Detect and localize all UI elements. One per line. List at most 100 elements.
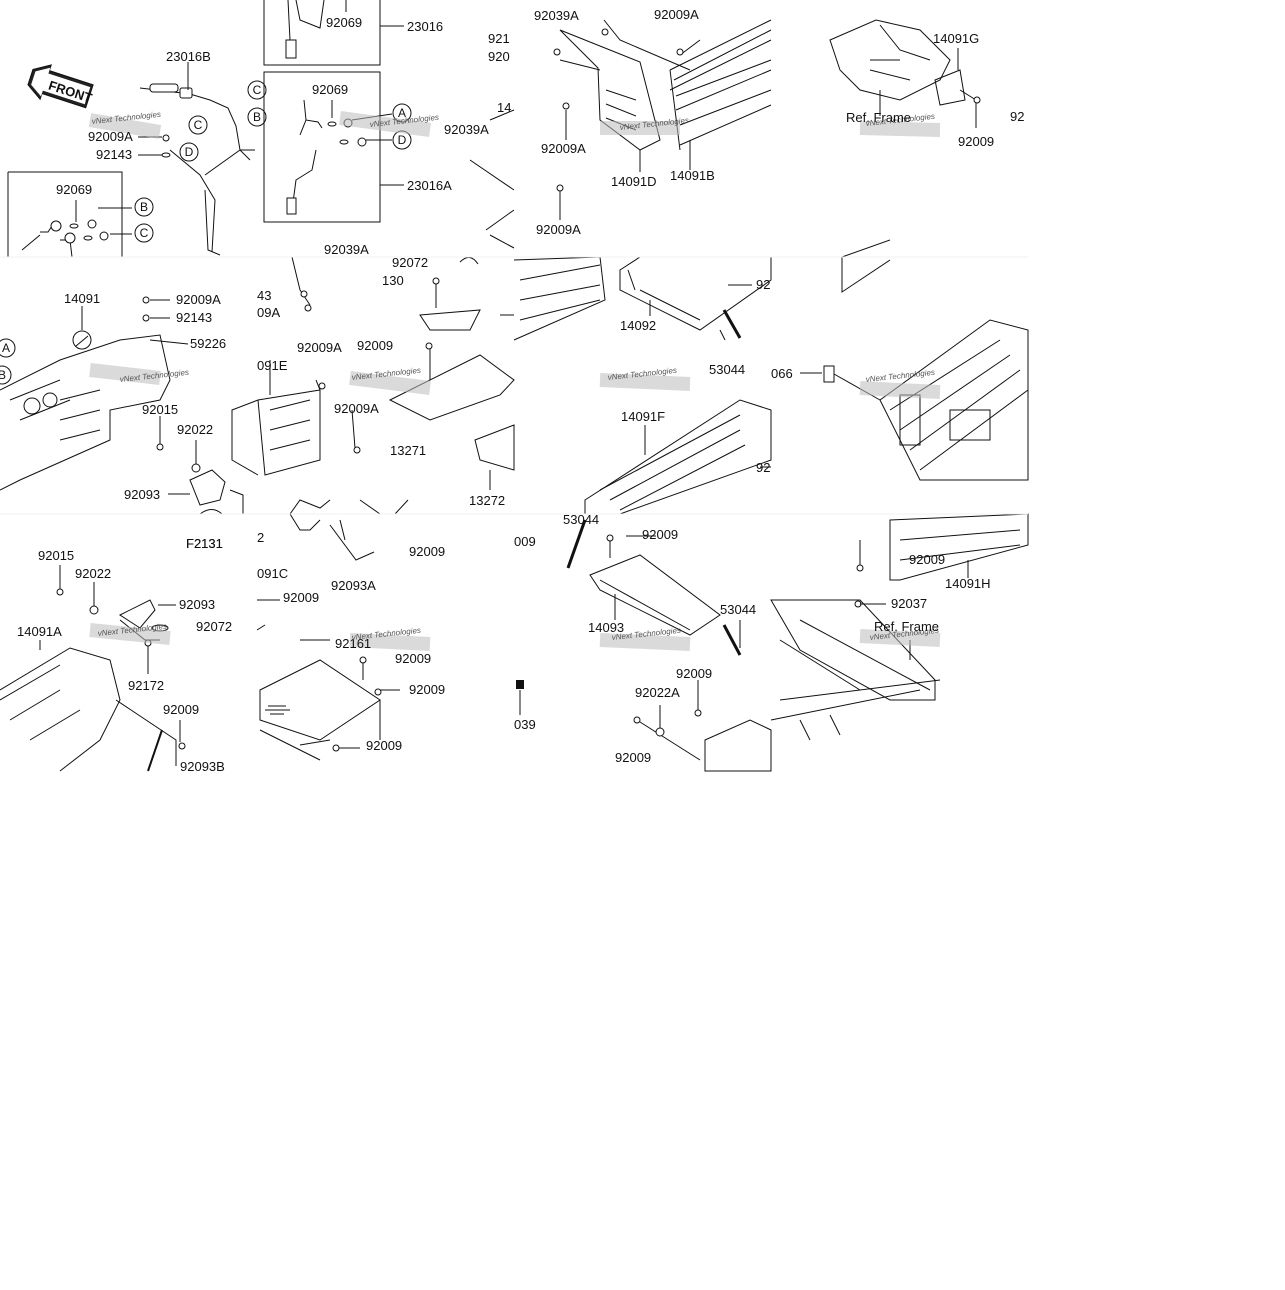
ref-frame-label: Ref. Frame xyxy=(874,619,939,634)
part-number-label: 92093 xyxy=(124,487,160,502)
part-number-label: 92015 xyxy=(142,402,178,417)
part-number-label: 53044 xyxy=(709,362,745,377)
tile-harness-boxes xyxy=(263,0,515,249)
tile-battery-box xyxy=(231,256,515,515)
part-number-label: 92009 xyxy=(958,134,994,149)
part-number-label: 92009 xyxy=(395,651,431,666)
part-number-label: 92161 xyxy=(335,636,371,651)
part-number-label: 14093 xyxy=(588,620,624,635)
callout-letter: D xyxy=(398,133,407,147)
tile-dash-panel xyxy=(0,296,244,515)
part-number-label: 920 xyxy=(488,49,510,64)
watermark-text: vNext Technologies xyxy=(865,368,935,384)
part-number-label: 92172 xyxy=(128,678,164,693)
part-number-label: 92093B xyxy=(180,759,225,774)
part-number-label: 92009A xyxy=(334,401,379,416)
part-number-label: 14091A xyxy=(17,624,62,639)
part-number-label: 92009 xyxy=(676,666,712,681)
callout-letter: C xyxy=(140,226,149,240)
part-number-label: 92093 xyxy=(179,597,215,612)
part-number-label: 92022 xyxy=(75,566,111,581)
part-number-label: 92069 xyxy=(312,82,348,97)
part-number-label: 14091G xyxy=(933,31,979,46)
part-number-label: 92009 xyxy=(409,682,445,697)
callout-letter: C xyxy=(253,83,262,97)
part-number-label: 23016B xyxy=(166,49,211,64)
callout-letter: B xyxy=(0,368,6,382)
part-number-label: 92 xyxy=(756,277,770,292)
part-number-label: 92015 xyxy=(38,548,74,563)
tile-frame-rear xyxy=(800,257,1029,481)
part-number-label: 14091F xyxy=(621,409,665,424)
part-number-label: 92009A xyxy=(88,129,133,144)
part-number-label: 921 xyxy=(488,31,510,46)
part-number-label: 92009A xyxy=(297,340,342,355)
tile-floor-panels xyxy=(513,256,772,515)
part-number-label: 23016A xyxy=(407,178,452,193)
part-number-label: 92009 xyxy=(909,552,945,567)
part-number-label: 091E xyxy=(257,358,288,373)
part-number-label: 92009 xyxy=(366,738,402,753)
part-number-label: 43 xyxy=(257,288,271,303)
callout-letter: B xyxy=(253,110,261,124)
part-number-label: 92009 xyxy=(163,702,199,717)
part-number-label: 14092 xyxy=(620,318,656,333)
part-number-label: 14 xyxy=(497,100,511,115)
part-number-label: 92039A xyxy=(534,8,579,23)
tile-rear-frame xyxy=(770,513,1029,741)
ref-frame-label: Ref. Frame xyxy=(846,110,911,125)
callout-letter: D xyxy=(185,145,194,159)
part-number-label: 92072 xyxy=(392,255,428,270)
tile-rear-floor xyxy=(566,519,772,772)
tile-under-plates xyxy=(256,513,524,761)
part-number-label: 92069 xyxy=(326,15,362,30)
part-number-label: 066 xyxy=(771,366,793,381)
part-number-label: 23016 xyxy=(407,19,443,34)
part-number-label: 130 xyxy=(382,273,404,288)
callout-letter: A xyxy=(2,341,10,355)
part-number-label: 92009A xyxy=(654,7,699,22)
part-number-label: 92009A xyxy=(176,292,221,307)
part-number-label: 13272 xyxy=(469,493,505,508)
part-number-label: 92072 xyxy=(196,619,232,634)
callout-letter: B xyxy=(140,200,148,214)
part-number-label: 14091B xyxy=(670,168,715,183)
part-number-label: 009 xyxy=(514,534,536,549)
part-number-label: 53044 xyxy=(563,512,599,527)
part-number-label: 92009 xyxy=(642,527,678,542)
part-number-label: 92022A xyxy=(635,685,680,700)
part-number-label: 92009A xyxy=(541,141,586,156)
part-number-label: 92143 xyxy=(176,310,212,325)
part-number-label: F2131 xyxy=(186,536,223,551)
part-number-label: 92069 xyxy=(56,182,92,197)
part-number-label: 14091H xyxy=(945,576,991,591)
part-number-label: 53044 xyxy=(720,602,756,617)
part-number-label: 92009A xyxy=(536,222,581,237)
part-number-label: 92 xyxy=(1010,109,1024,124)
callout-letter: A xyxy=(398,106,406,120)
part-number-label: 091C xyxy=(257,566,288,581)
front-arrow-icon: FRONT xyxy=(27,64,94,109)
part-number-label: 92 xyxy=(756,460,770,475)
part-number-label: 92009 xyxy=(357,338,393,353)
part-number-label: 92039A xyxy=(324,242,369,257)
part-number-label: 92143 xyxy=(96,147,132,162)
part-number-label: 92009 xyxy=(409,544,445,559)
part-number-label: 59226 xyxy=(190,336,226,351)
part-number-label: 92022 xyxy=(177,422,213,437)
tile-front-floor xyxy=(0,565,186,772)
part-number-label: 14091D xyxy=(611,174,657,189)
part-number-label: 13271 xyxy=(390,443,426,458)
callout-letter: C xyxy=(194,118,203,132)
figure-code: F2131 xyxy=(186,536,223,551)
part-number-label: 2 xyxy=(257,530,264,545)
tile-side-panels xyxy=(553,19,772,220)
part-number-label: 92009 xyxy=(615,750,651,765)
part-number-label: 92009 xyxy=(283,590,319,605)
part-number-label: 09A xyxy=(257,305,280,320)
tile-front-harness: FRONT xyxy=(7,62,267,258)
